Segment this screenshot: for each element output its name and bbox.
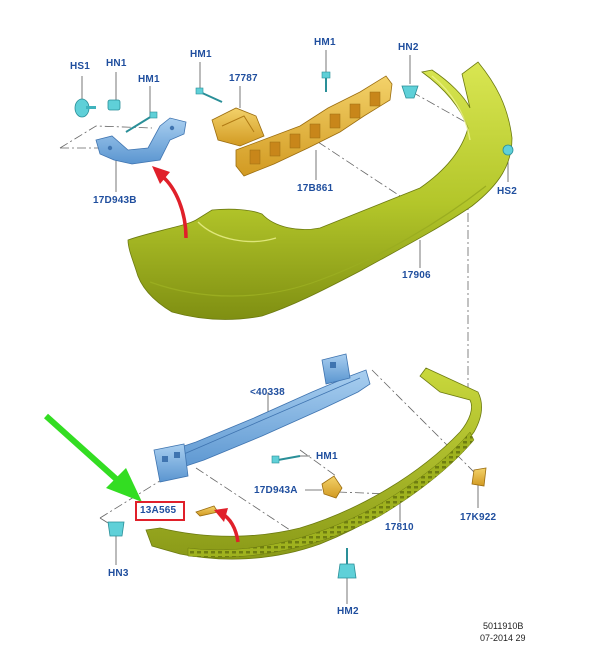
label-hs2: HS2 xyxy=(497,186,518,197)
fastener-hn1 xyxy=(107,99,121,111)
label-17K922: 17K922 xyxy=(460,512,497,523)
bracket-17D943B xyxy=(95,117,187,165)
label-17810: 17810 xyxy=(385,522,414,533)
bracket-17D943A xyxy=(321,475,343,499)
label-17B861: 17B861 xyxy=(297,183,334,194)
fastener-hm1-left xyxy=(125,111,158,133)
lower-small-parts xyxy=(107,455,487,579)
label-hm1-low: HM1 xyxy=(316,451,338,462)
red-arrow-upper xyxy=(152,166,188,239)
upper-fasteners xyxy=(74,71,514,156)
dash-dot-lines xyxy=(59,91,509,531)
label-hm1-top: HM1 xyxy=(190,49,212,60)
label-hn1: HN1 xyxy=(106,58,127,69)
part-13A565 xyxy=(195,505,219,517)
highlight-box xyxy=(135,501,185,521)
leader-lines xyxy=(81,50,509,604)
label-hm1-left: HM1 xyxy=(138,74,160,85)
fastener-hm1-low xyxy=(271,455,301,464)
footer-code: 5011910B xyxy=(483,621,524,631)
label-hn3: HN3 xyxy=(108,568,129,579)
fastener-hn3 xyxy=(107,521,125,537)
label-17D943A: 17D943A xyxy=(254,485,298,496)
label-17906: 17906 xyxy=(402,270,431,281)
fastener-hm1-top xyxy=(195,87,223,103)
label-13A565: 13A565 xyxy=(140,505,177,516)
energy-absorber-bracket xyxy=(235,75,393,177)
label-hm2: HM2 xyxy=(337,606,359,617)
fastener-hn2 xyxy=(401,85,419,99)
green-arrow xyxy=(43,413,142,502)
reinforcement-beam xyxy=(153,353,371,483)
fastener-hs1 xyxy=(74,98,96,118)
label-hm1-mid: HM1 xyxy=(314,37,336,48)
red-arrow-lower xyxy=(214,508,240,543)
footer-date: 07-2014 29 xyxy=(480,633,526,643)
fastener-hm2 xyxy=(337,548,357,579)
bracket-17K922 xyxy=(471,467,487,487)
fastener-hs2 xyxy=(502,144,514,156)
label-17D943B: 17D943B xyxy=(93,195,137,206)
side-bracket-17787 xyxy=(211,107,265,147)
label-hn2: HN2 xyxy=(398,42,419,53)
upper-bumper-cover xyxy=(127,61,513,320)
lower-diffuser xyxy=(145,367,482,560)
label-40338: <40338 xyxy=(250,387,285,398)
label-hs1: HS1 xyxy=(70,61,91,72)
fastener-hm1-mid xyxy=(321,71,331,92)
label-17787: 17787 xyxy=(229,73,258,84)
